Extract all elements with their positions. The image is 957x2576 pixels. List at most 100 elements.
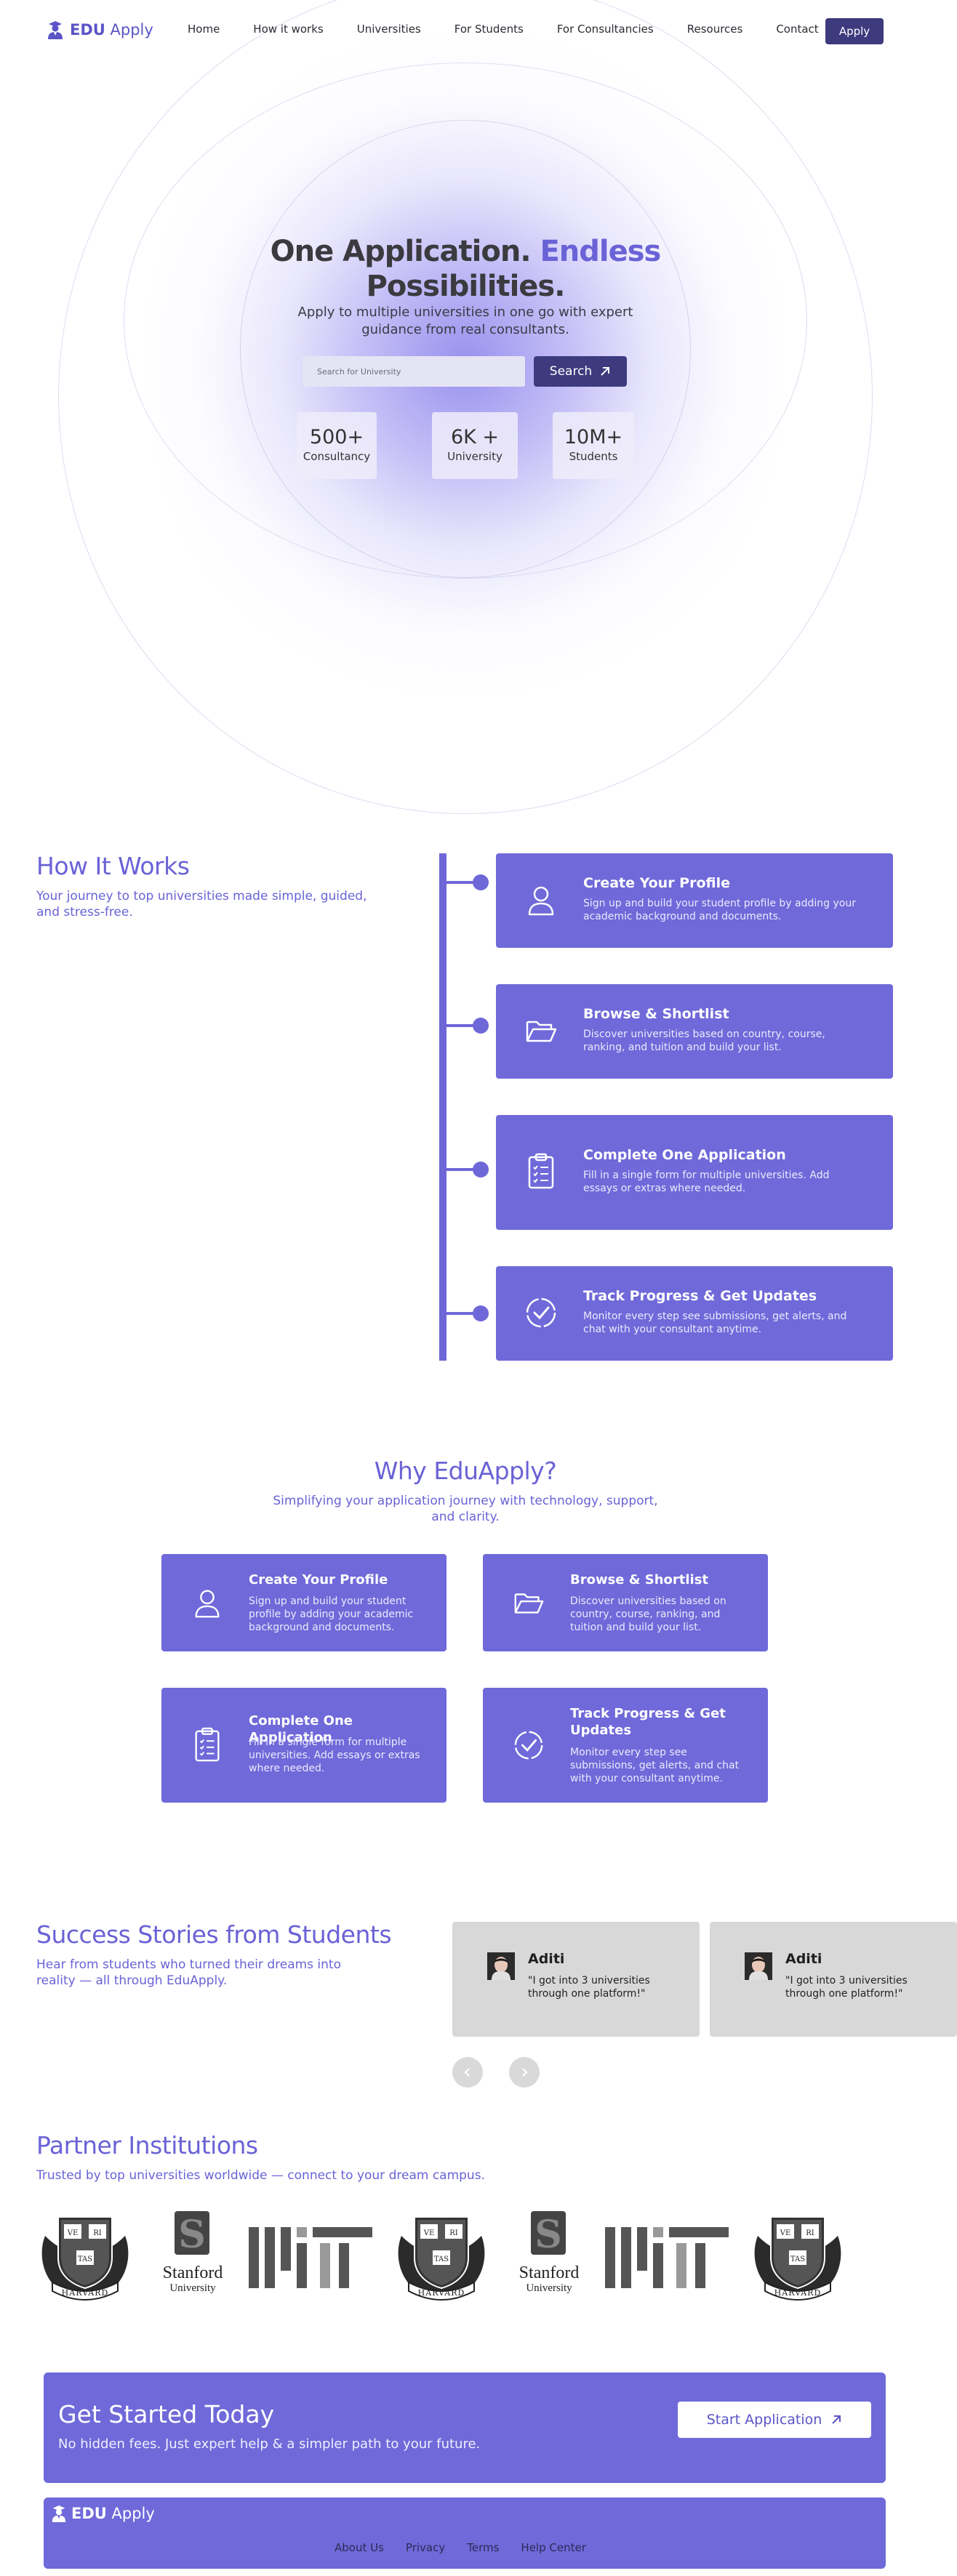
- hero-ring-outer: [58, 0, 873, 814]
- user-icon: [195, 1590, 220, 1618]
- partners-title: Partner Institutions: [36, 2131, 258, 2160]
- timeline-connector: [447, 1168, 476, 1171]
- step-description: Monitor every step see submissions, get …: [583, 1311, 847, 1335]
- carousel-next-button[interactable]: [509, 2057, 540, 2088]
- nav-links: Home How it works Universities For Stude…: [188, 23, 852, 36]
- footer-link-privacy[interactable]: Privacy: [405, 2541, 446, 2554]
- harvard-banner-text: HARVARD: [418, 2288, 465, 2298]
- testimonial-quote: "I got into 3 universities through one p…: [528, 1975, 650, 2000]
- timeline-dot: [473, 1018, 489, 1034]
- hero-subtitle: Apply to multiple universities in one go…: [297, 305, 633, 337]
- footer-link-terms[interactable]: Terms: [467, 2541, 500, 2554]
- avatar: [745, 1952, 772, 1980]
- footer-logo[interactable]: EDU Apply: [51, 2505, 155, 2522]
- footer-brand-bold: EDU: [71, 2505, 107, 2522]
- clipboard-list-icon: [195, 1727, 220, 1762]
- nav-link-for-consultancies[interactable]: For Consultancies: [556, 23, 654, 36]
- stat-label: Consultancy: [303, 450, 371, 463]
- testimonials-carousel[interactable]: Aditi "I got into 3 universities through…: [452, 1922, 957, 2038]
- step-title: Track Progress & Get Updates: [583, 1288, 817, 1304]
- nav-link-universities[interactable]: Universities: [356, 23, 421, 36]
- timeline-connector: [447, 1312, 476, 1315]
- harvard-shield-text: RI: [806, 2229, 814, 2237]
- hero-ring-inner: [240, 120, 691, 578]
- brand-name-rest: Apply: [105, 21, 153, 39]
- harvard-shield-text: TAS: [434, 2255, 449, 2263]
- top-navigation: EDU Apply Home How it works Universities…: [0, 0, 931, 63]
- stanford-sub: University: [526, 2282, 572, 2294]
- harvard-shield-text: TAS: [790, 2255, 805, 2263]
- why-card-description: Monitor every step see submissions, get …: [570, 1747, 740, 1784]
- why-card-description: Sign up and build your student profile b…: [249, 1595, 414, 1633]
- timeline-bar: [439, 853, 447, 1361]
- why-card-title: Complete One Application: [249, 1713, 353, 1745]
- check-circle-icon: [514, 1731, 543, 1760]
- step-title: Complete One Application: [583, 1147, 786, 1163]
- harvard-shield-text: TAS: [78, 2255, 92, 2263]
- step-card-create-profile[interactable]: Create Your Profile Sign up and build yo…: [496, 853, 893, 948]
- step-description: Sign up and build your student profile b…: [583, 898, 856, 922]
- step-card-browse-shortlist[interactable]: Browse & Shortlist Discover universities…: [496, 984, 893, 1079]
- arrow-up-right-icon: [832, 2415, 841, 2424]
- harvard-shield-text: RI: [449, 2229, 458, 2237]
- step-title: Create Your Profile: [583, 875, 731, 891]
- stanford-letter: S: [534, 2213, 562, 2257]
- stat-value: 6K +: [450, 426, 500, 448]
- testimonial-name: Aditi: [785, 1951, 822, 1967]
- step-description: Discover universities based on country, …: [583, 1029, 825, 1053]
- nav-link-how-it-works[interactable]: How it works: [253, 23, 324, 36]
- step-card-complete-application[interactable]: Complete One Application Fill in a singl…: [496, 1115, 893, 1230]
- hero-title-part1: One Application.: [270, 235, 532, 268]
- nav-link-for-students[interactable]: For Students: [454, 23, 524, 36]
- brand-logo[interactable]: EDU Apply: [47, 20, 153, 39]
- harvard-banner-text: HARVARD: [62, 2288, 109, 2298]
- timeline-dot: [473, 1305, 489, 1321]
- partners-subtitle: Trusted by top universities worldwide — …: [36, 2168, 485, 2183]
- stat-label: University: [447, 450, 502, 463]
- stat-label: Students: [569, 450, 618, 463]
- user-icon: [528, 886, 554, 916]
- stat-university: 6K + University: [432, 412, 518, 479]
- why-card-track-progress[interactable]: Track Progress & Get Updates Monitor eve…: [483, 1688, 768, 1803]
- step-card-track-progress[interactable]: Track Progress & Get Updates Monitor eve…: [496, 1266, 893, 1361]
- harvard-shield-text: VE: [67, 2229, 79, 2237]
- cta-subtitle: No hidden fees. Just expert help & a sim…: [58, 2436, 481, 2452]
- search-button-label: Search: [549, 364, 593, 379]
- carousel-prev-button[interactable]: [452, 2057, 483, 2088]
- why-card-complete-application[interactable]: Complete One Application Fill in a singl…: [161, 1688, 447, 1803]
- harvard-logo: VE RI TAS HARVARD: [393, 2207, 490, 2301]
- footer-brand-rest: Apply: [106, 2505, 155, 2522]
- why-card-create-profile[interactable]: Create Your Profile Sign up and build yo…: [161, 1554, 447, 1651]
- footer-link-about-us[interactable]: About Us: [335, 2541, 384, 2554]
- chevron-left-icon: [464, 2068, 470, 2077]
- harvard-shield-text: VE: [423, 2229, 435, 2237]
- testimonial-card: Aditi "I got into 3 universities through…: [452, 1922, 700, 2037]
- testimonials-subtitle: Hear from students who turned their drea…: [36, 1957, 341, 1988]
- stat-consultancy: 500+ Consultancy: [297, 412, 377, 479]
- step-title: Browse & Shortlist: [583, 1006, 729, 1022]
- stanford-sub: University: [169, 2282, 216, 2294]
- footer-link-help-center[interactable]: Help Center: [521, 2541, 586, 2554]
- search-button[interactable]: Search: [534, 356, 627, 387]
- mit-logo: [605, 2207, 729, 2301]
- why-card-browse-shortlist[interactable]: Browse & Shortlist Discover universities…: [483, 1554, 768, 1651]
- stanford-name: Stanford: [163, 2263, 223, 2282]
- clipboard-list-icon: [528, 1153, 554, 1189]
- apply-button[interactable]: Apply: [825, 18, 884, 44]
- why-title: Why EduApply?: [374, 1457, 557, 1485]
- how-it-works-title: How It Works: [36, 852, 190, 880]
- nav-link-contact[interactable]: Contact: [776, 23, 819, 36]
- chevron-right-icon: [522, 2068, 528, 2077]
- stanford-letter: S: [178, 2213, 206, 2257]
- timeline-connector: [447, 1024, 476, 1027]
- nav-link-home[interactable]: Home: [188, 23, 220, 36]
- start-application-label: Start Application: [706, 2412, 822, 2428]
- nav-link-resources[interactable]: Resources: [686, 23, 743, 36]
- university-search-input[interactable]: [303, 356, 525, 387]
- graduate-icon: [48, 21, 63, 39]
- graduate-icon: [52, 2505, 66, 2522]
- start-application-button[interactable]: Start Application: [678, 2402, 871, 2438]
